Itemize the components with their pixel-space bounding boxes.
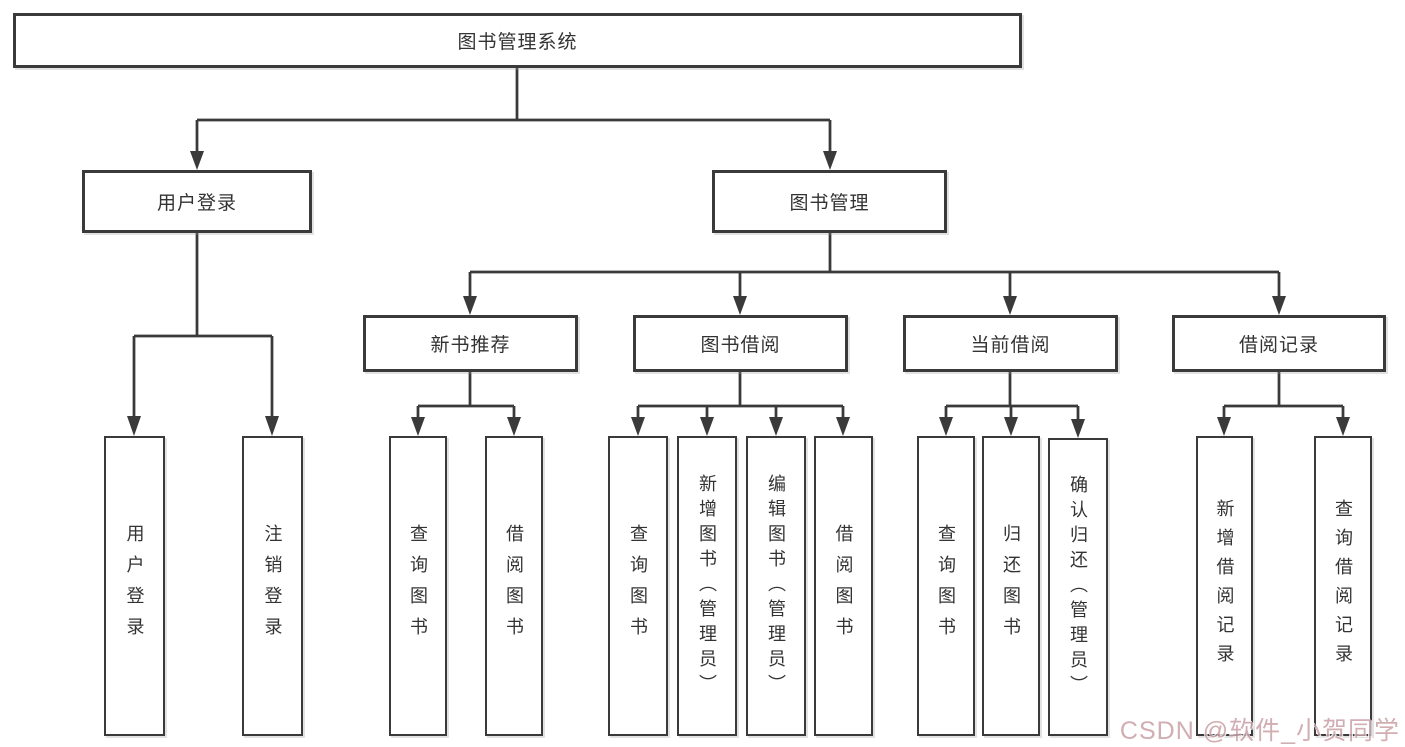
leaf-cb-return-book: 归还图书: [982, 436, 1040, 736]
arrowheads-currentborrow-leaves: [939, 417, 1085, 438]
leaf-cb-confirm-return-admin-label: 确认归还（管理员）: [1068, 474, 1088, 700]
leaf-br-query-record: 查询借阅记录: [1314, 436, 1372, 736]
leaf-bb-borrow-book: 借阅图书: [814, 436, 873, 736]
leaf-cb-query-book: 查询图书: [917, 436, 975, 736]
leaf-bb-add-book-admin: 新增图书（管理员）: [677, 436, 737, 736]
leaf-cb-query-book-label: 查询图书: [936, 524, 956, 648]
node-borrow-records-label: 借阅记录: [1238, 335, 1319, 356]
leaf-logout-label: 注销登录: [262, 524, 283, 648]
connector-currentborrow-to-leaves: [944, 372, 1080, 422]
leaf-user-login-label: 用户登录: [124, 524, 145, 648]
node-library-system: 图书管理系统: [13, 13, 1022, 68]
node-book-borrow-label: 图书借阅: [700, 335, 781, 356]
leaf-cb-confirm-return-admin: 确认归还（管理员）: [1048, 438, 1108, 736]
connector-bookmgmt-to-groups: [468, 233, 1281, 298]
leaf-bb-edit-book-admin-label: 编辑图书（管理员）: [766, 473, 786, 699]
arrowheads-newbookrec-leaves: [411, 417, 521, 436]
connector-newbookrec-to-leaves: [416, 372, 516, 420]
leaf-nbr-query-book-label: 查询图书: [408, 524, 428, 648]
arrowheads-userlogin-leaves: [127, 416, 279, 436]
leaf-bb-add-book-admin-label: 新增图书（管理员）: [697, 473, 717, 699]
watermark: CSDN @软件_小贺同学: [1119, 717, 1400, 745]
node-new-book-recommend: 新书推荐: [363, 315, 578, 372]
node-new-book-recommend-label: 新书推荐: [430, 335, 511, 356]
node-library-system-label: 图书管理系统: [457, 32, 578, 53]
connector-bookborrow-to-leaves: [636, 372, 845, 420]
leaf-nbr-borrow-book: 借阅图书: [485, 436, 543, 736]
node-user-login-label: 用户登录: [156, 193, 237, 214]
node-current-borrow-label: 当前借阅: [970, 335, 1051, 356]
node-user-login: 用户登录: [82, 170, 312, 233]
arrowheads-groups: [463, 296, 1286, 315]
node-book-borrow: 图书借阅: [633, 315, 848, 372]
leaf-bb-borrow-book-label: 借阅图书: [833, 524, 854, 648]
node-current-borrow: 当前借阅: [903, 315, 1118, 372]
leaf-br-add-record-label: 新增借阅记录: [1214, 499, 1235, 673]
arrowheads-borrowrecords-leaves: [1217, 417, 1350, 436]
connector-userlogin-to-leaves: [132, 233, 274, 418]
node-book-management-label: 图书管理: [789, 193, 870, 214]
leaf-user-login: 用户登录: [104, 436, 165, 736]
leaf-br-query-record-label: 查询借阅记录: [1333, 499, 1353, 673]
connector-borrowrecords-to-leaves: [1222, 372, 1345, 420]
arrowheads-bookborrow-leaves: [631, 417, 850, 436]
connector-root-to-level2: [195, 68, 832, 154]
leaf-logout: 注销登录: [242, 436, 303, 736]
leaf-nbr-query-book: 查询图书: [389, 436, 447, 736]
leaf-bb-query-book-label: 查询图书: [628, 524, 648, 648]
leaf-bb-query-book: 查询图书: [608, 436, 668, 736]
leaf-br-add-record: 新增借阅记录: [1196, 436, 1253, 736]
leaf-cb-return-book-label: 归还图书: [1001, 524, 1021, 648]
node-book-management: 图书管理: [712, 170, 947, 233]
arrowheads-level2: [190, 151, 837, 170]
leaf-nbr-borrow-book-label: 借阅图书: [504, 524, 524, 648]
node-borrow-records: 借阅记录: [1172, 315, 1386, 372]
leaf-bb-edit-book-admin: 编辑图书（管理员）: [746, 436, 806, 736]
